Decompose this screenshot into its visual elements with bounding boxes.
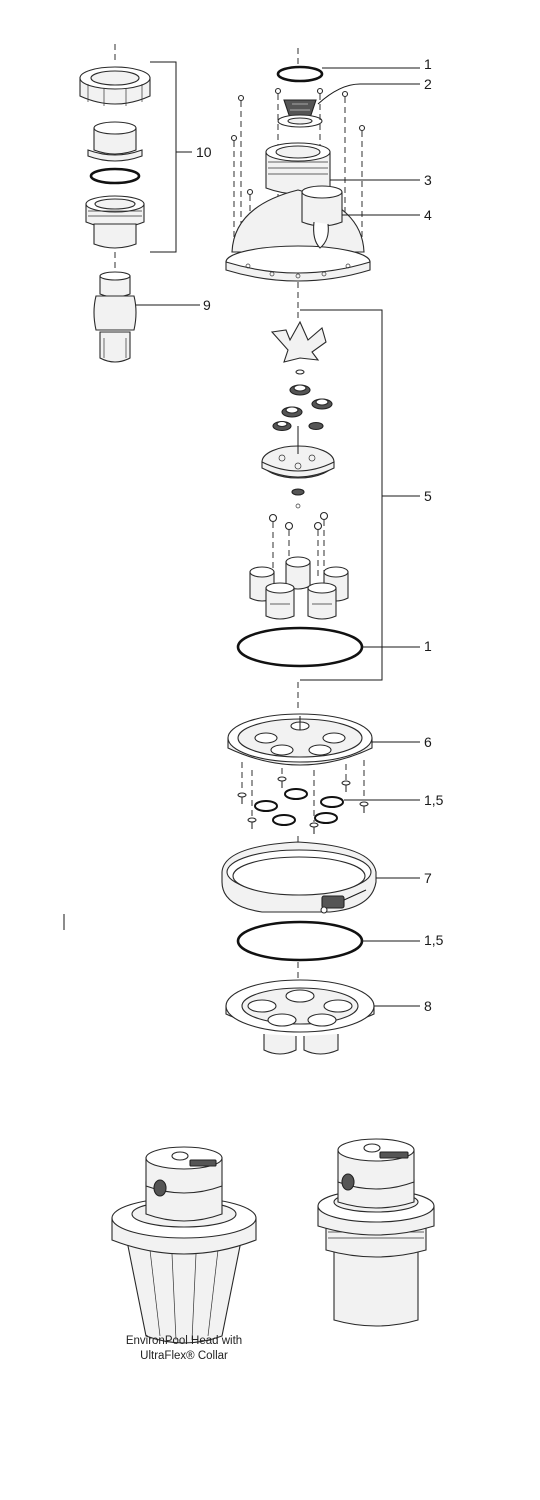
callout-8: 8 [424, 998, 432, 1014]
union-assembly [79, 44, 151, 363]
large-o-ring [236, 626, 364, 668]
caption-line-1: EnvironPool Head with [126, 1335, 242, 1347]
plate-screws [237, 760, 369, 834]
callout-1-5-a: 1,5 [424, 792, 444, 808]
callout-1-top: 1 [424, 56, 432, 72]
callout-3: 3 [424, 172, 432, 188]
base-housing [225, 979, 375, 1055]
clamp-ring [221, 841, 377, 914]
callout-5: 5 [424, 488, 432, 504]
threaded-collar [265, 142, 331, 195]
top-o-ring [276, 65, 324, 83]
callout-7: 7 [424, 870, 432, 886]
valve-plate [227, 713, 373, 766]
caption-line-2: UltraFlex® Collar [140, 1350, 228, 1362]
environpool-head-threaded [317, 1138, 435, 1327]
callout-9: 9 [203, 297, 211, 313]
environpool-head-ultraflex [111, 1146, 257, 1344]
callout-2: 2 [424, 76, 432, 92]
callout-1-mid: 1 [424, 638, 432, 654]
bracket-5 [300, 309, 383, 681]
housing-dome [225, 189, 371, 282]
bracket-10 [150, 61, 177, 253]
callout-4: 4 [424, 207, 432, 223]
callout-6: 6 [424, 734, 432, 750]
callout-10: 10 [196, 144, 212, 160]
small-o-rings [254, 788, 344, 826]
callout-1-5-b: 1,5 [424, 932, 444, 948]
debris-screen [277, 99, 323, 128]
valve-mechanism [249, 320, 349, 620]
lower-o-ring [236, 920, 364, 962]
valve-insert [301, 185, 343, 249]
